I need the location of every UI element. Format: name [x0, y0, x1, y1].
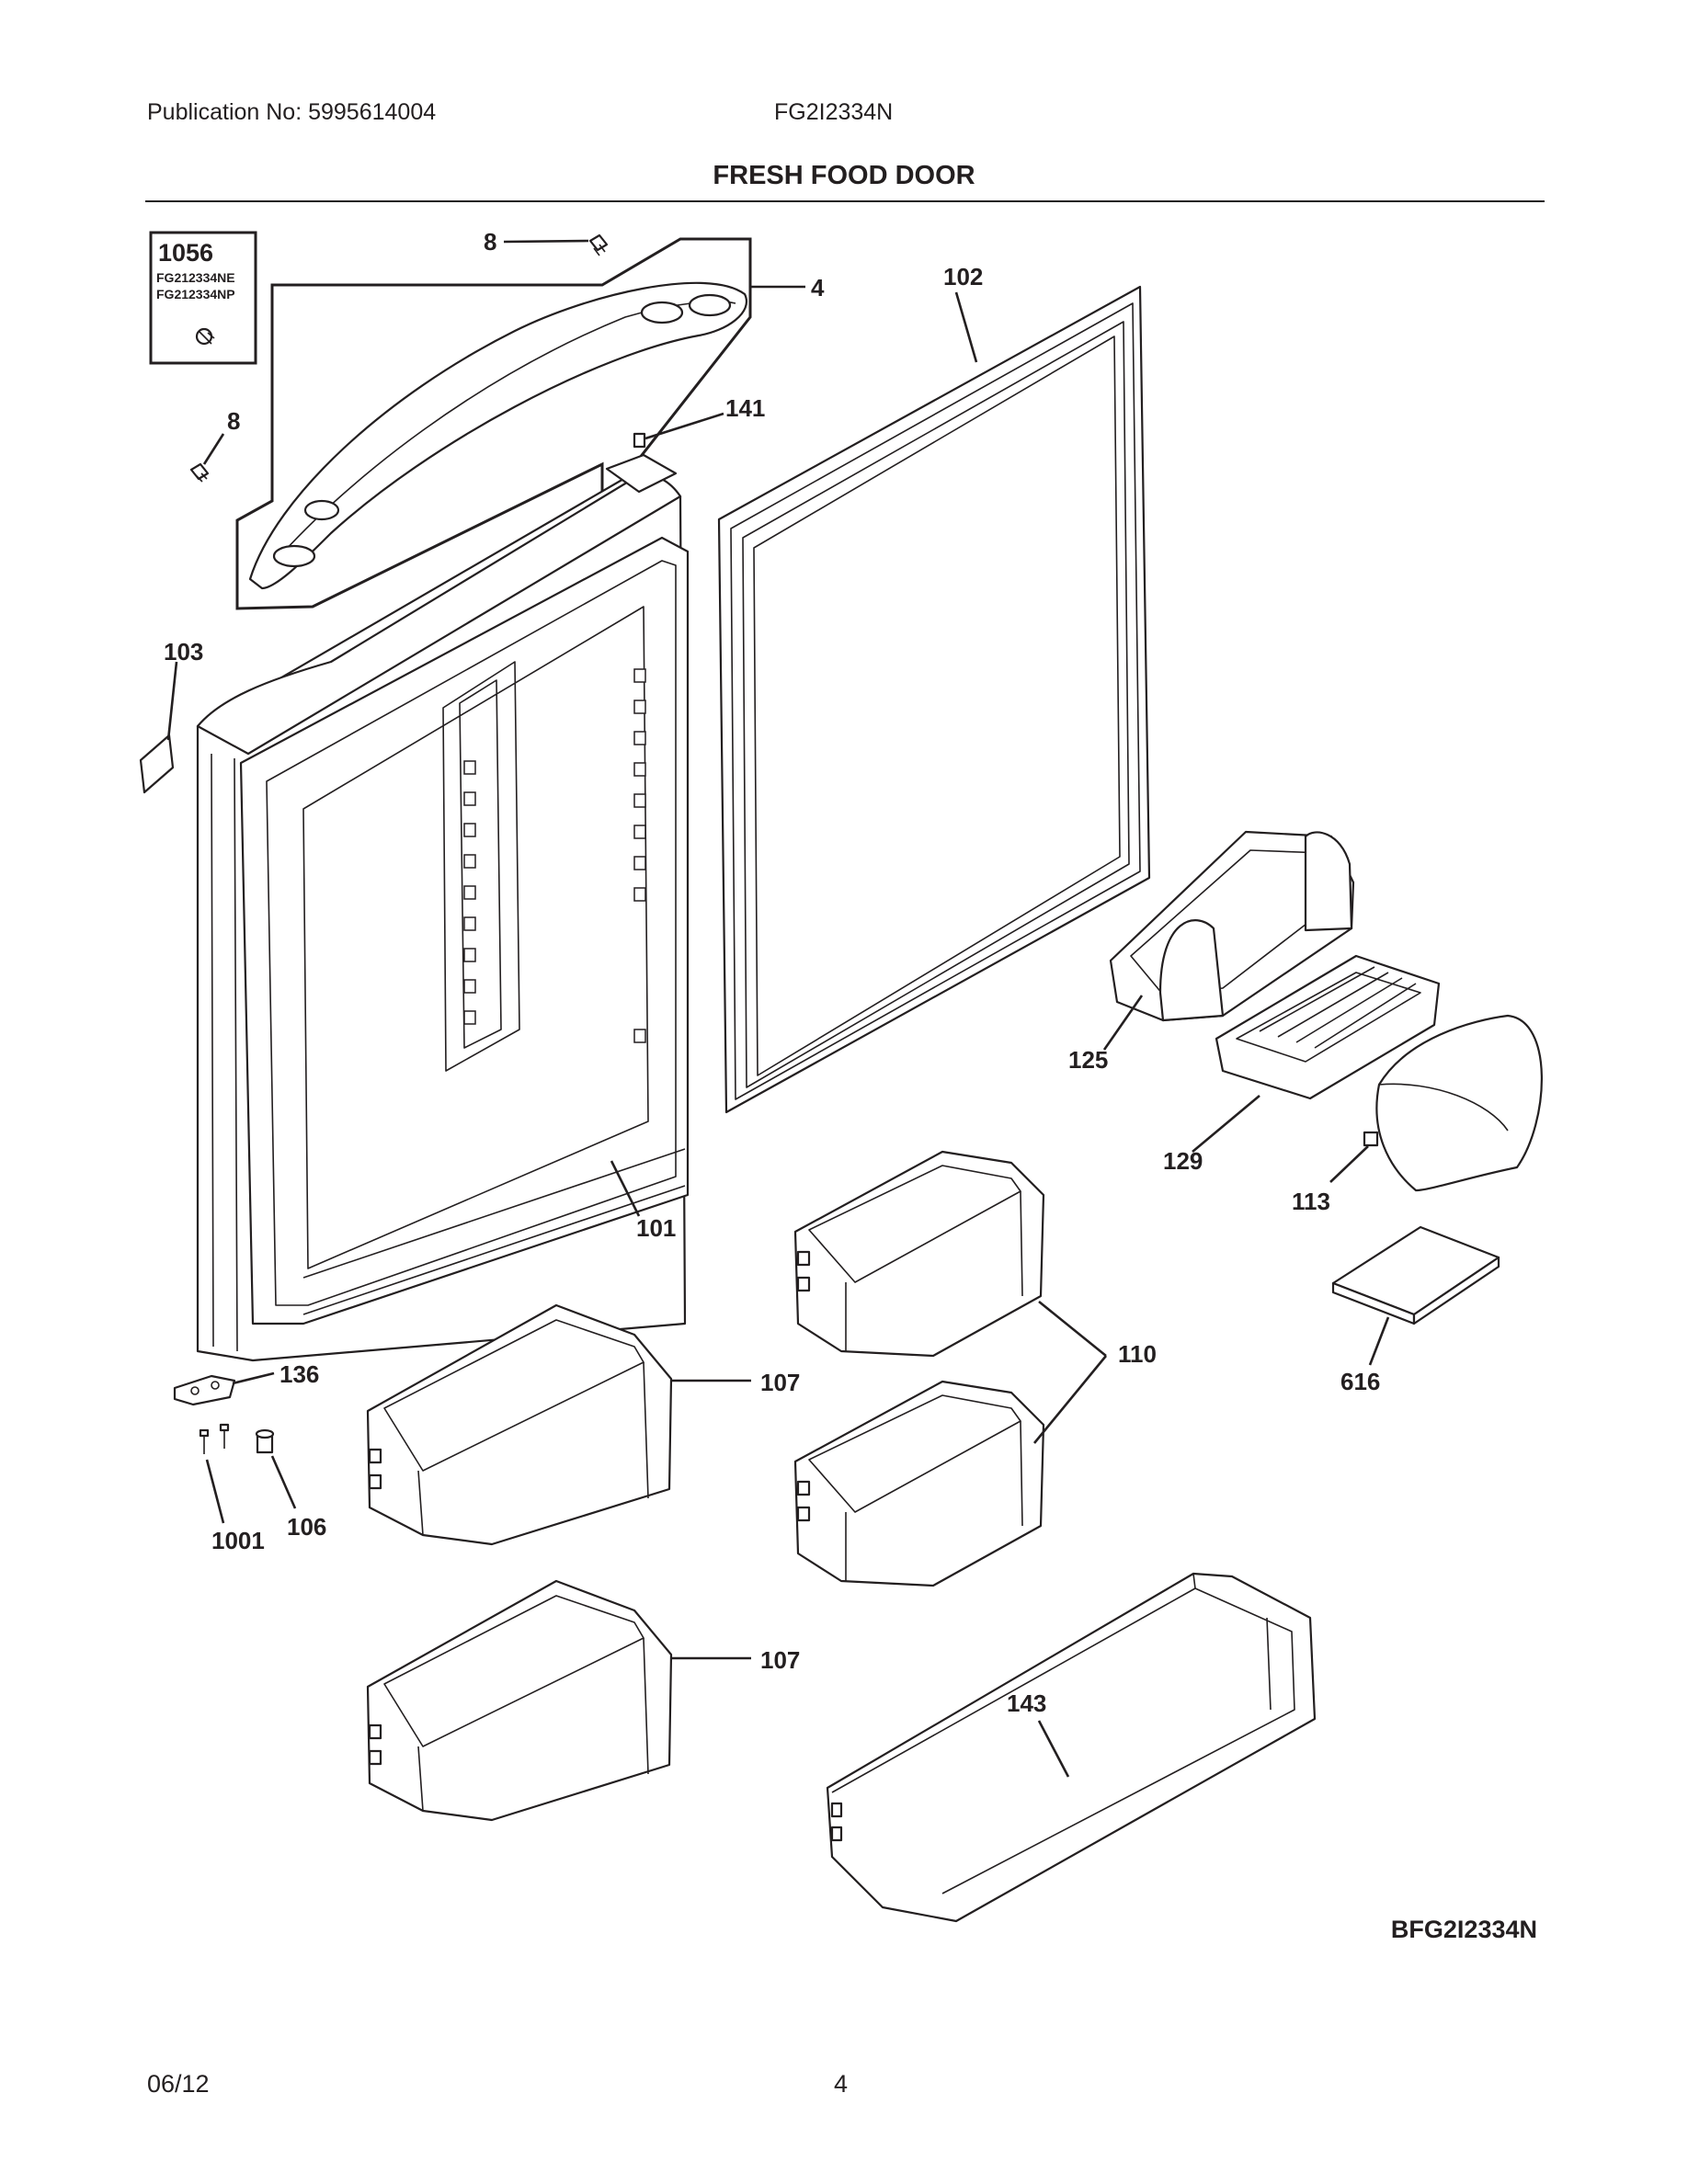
door-stop-141 — [633, 432, 646, 449]
hinge-pin-106 — [255, 1428, 275, 1454]
inset-model-1: FG212334NE — [156, 270, 235, 285]
tray-129 — [1215, 954, 1441, 1100]
callout-125: 125 — [1068, 1046, 1108, 1074]
callout-143: 143 — [1007, 1689, 1046, 1717]
diagram-code: BFG2I2334N — [1391, 1916, 1537, 1943]
dairy-bin-125 — [1109, 830, 1355, 1022]
callout-8-left: 8 — [227, 407, 240, 435]
callout-616: 616 — [1340, 1368, 1380, 1395]
screw-8-left — [189, 462, 210, 483]
door-bin-110-lower — [793, 1380, 1045, 1587]
footer-date: 06/12 — [147, 2070, 210, 2098]
door-bin-107-upper — [366, 1303, 673, 1546]
title-rule — [145, 200, 1545, 202]
cover-113 — [1363, 1014, 1543, 1192]
callout-1001: 1001 — [211, 1527, 265, 1554]
inset-1056: 1056 FG212334NE FG212334NP — [149, 231, 257, 365]
callout-102: 102 — [943, 263, 983, 290]
leader-lines — [166, 239, 1390, 1778]
hinge-plate-136 — [173, 1374, 236, 1406]
page-number: 4 — [834, 2070, 849, 2098]
publication-number: Publication No: 5995614004 — [147, 99, 437, 125]
callout-110: 110 — [1118, 1340, 1157, 1368]
inset-model-2: FG212334NP — [156, 287, 235, 301]
inset-number: 1056 — [158, 239, 213, 267]
door-bin-110-upper — [793, 1150, 1045, 1358]
callout-4: 4 — [811, 274, 825, 301]
callout-136: 136 — [279, 1360, 319, 1388]
page-title: FRESH FOOD DOOR — [713, 161, 975, 190]
callout-107-lower: 107 — [760, 1646, 800, 1674]
callout-107-upper: 107 — [760, 1369, 800, 1396]
handle-assembly — [235, 237, 752, 610]
screw-8-top — [588, 233, 609, 256]
screw-icon — [195, 327, 215, 346]
door-bin-143 — [826, 1572, 1317, 1923]
callout-101: 101 — [636, 1214, 676, 1242]
callout-113: 113 — [1292, 1188, 1330, 1215]
door-gasket — [717, 285, 1151, 1114]
manual-616 — [1331, 1225, 1500, 1325]
callout-8-top: 8 — [484, 228, 496, 256]
callout-106: 106 — [287, 1513, 326, 1541]
callout-129: 129 — [1163, 1147, 1203, 1175]
model-number: FG2I2334N — [774, 99, 894, 125]
label-103 — [139, 734, 175, 794]
door-bin-107-lower — [366, 1579, 673, 1822]
door-assembly — [196, 453, 690, 1362]
callout-141: 141 — [725, 394, 765, 422]
screws-1001 — [199, 1423, 230, 1454]
callout-103: 103 — [164, 638, 203, 665]
